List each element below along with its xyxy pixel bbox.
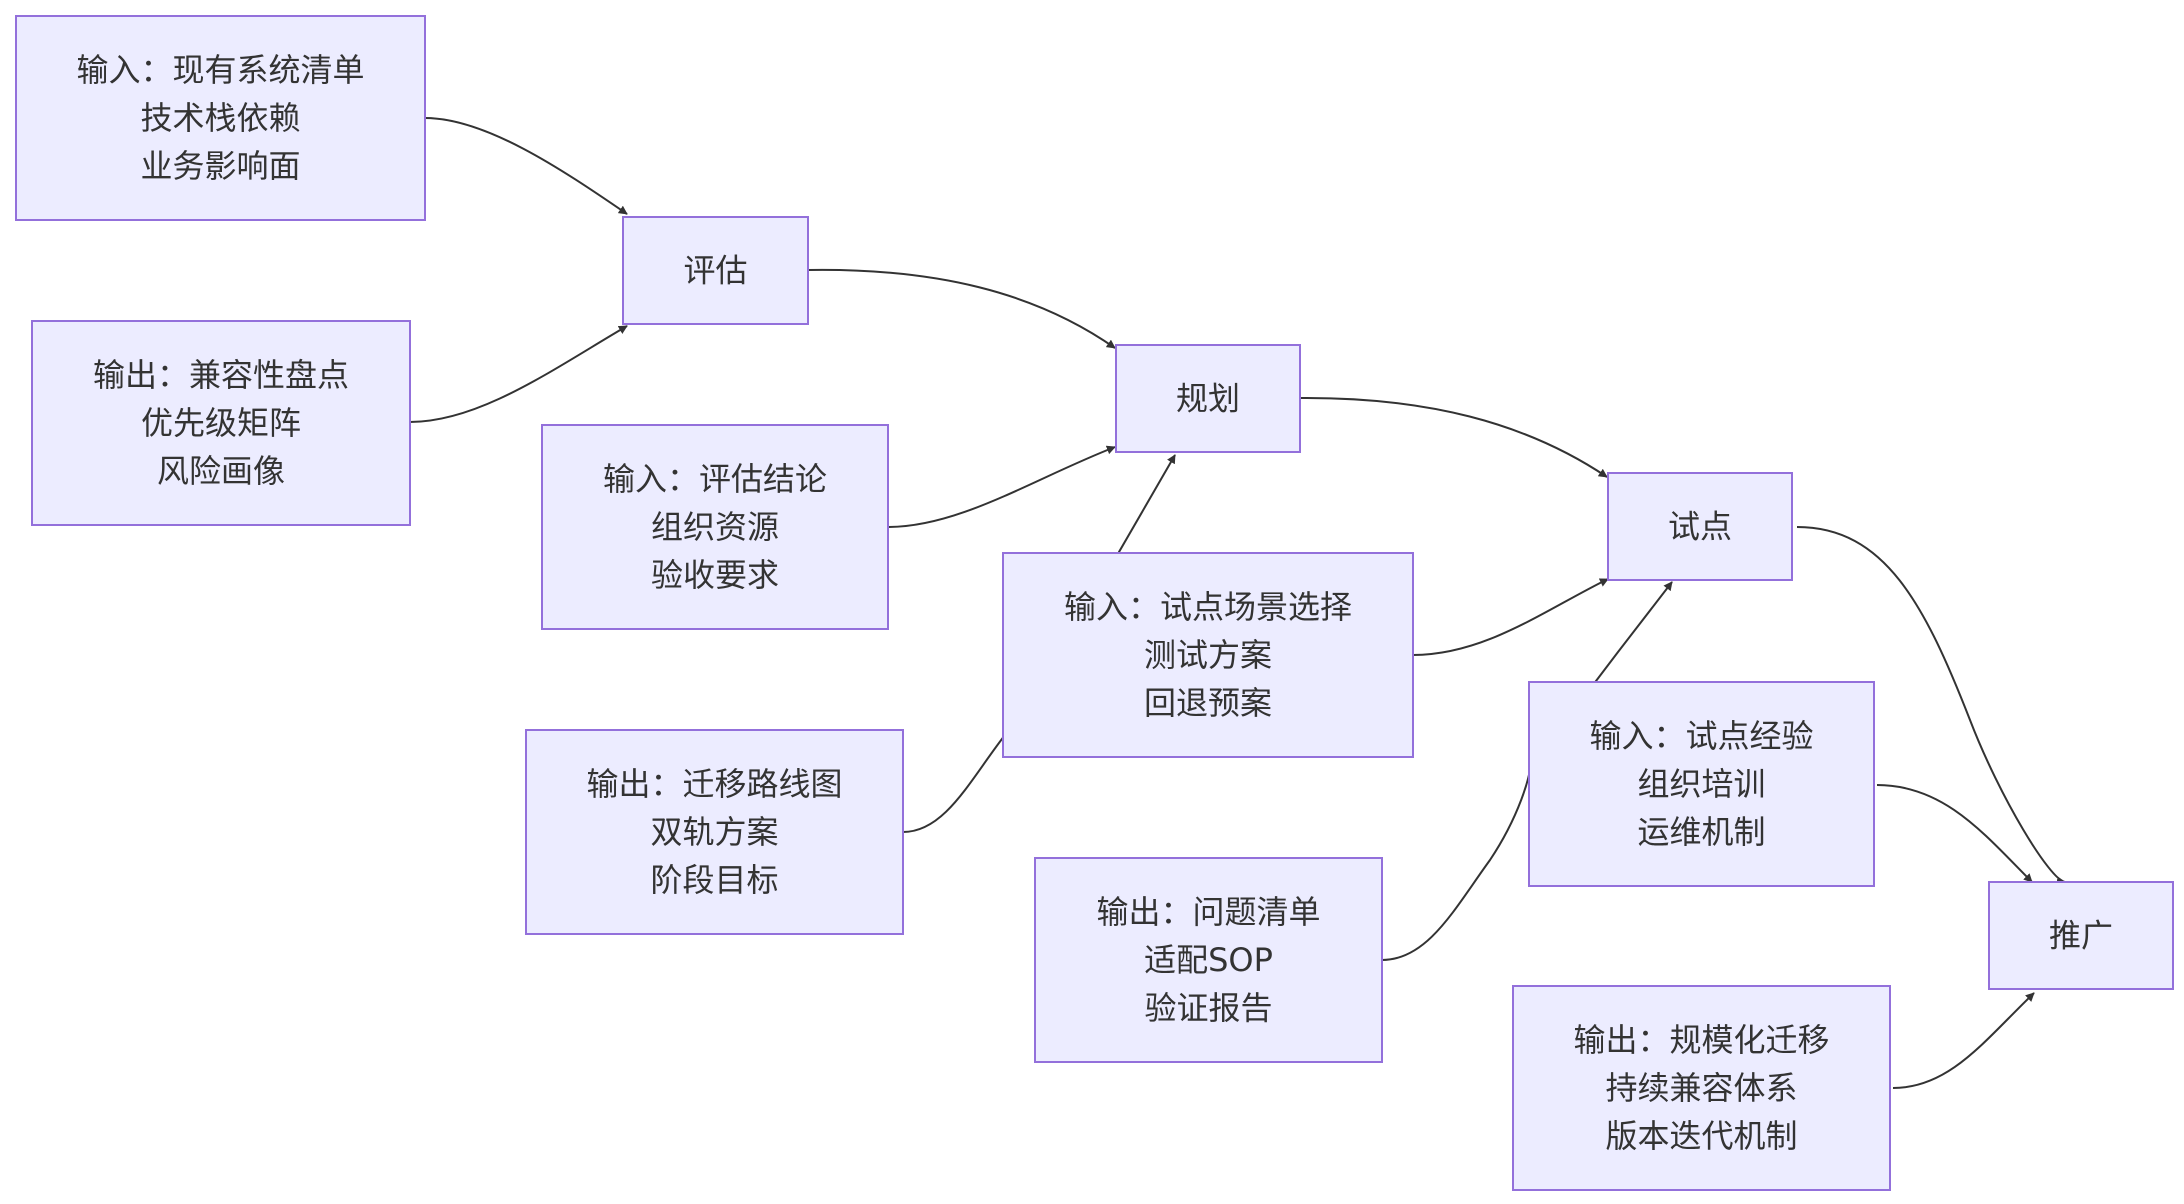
- node-label: 推广: [2049, 917, 2113, 955]
- node-line: 技术栈依赖: [140, 99, 300, 137]
- node-box: [525, 729, 904, 935]
- edge-assess-to-plan: [807, 268, 1116, 349]
- node-box: [1512, 985, 1891, 1191]
- node-line: 验证报告: [1144, 989, 1272, 1027]
- node-box: [1988, 881, 2174, 990]
- node-line: 版本迭代机制: [1605, 1117, 1797, 1155]
- node-box: [1115, 344, 1301, 453]
- edge-pilot-to-rollout: [1796, 526, 2066, 886]
- node-label: 试点: [1668, 508, 1732, 546]
- node-line: 输出：问题清单: [1096, 893, 1320, 931]
- node-box: [1034, 857, 1383, 1063]
- node-box: [1607, 472, 1793, 581]
- edge-assess-out-to-assess: [409, 325, 628, 423]
- edge-rollout-in-to-rollout: [1876, 784, 2033, 883]
- node-stage-pilot[interactable]: 试点: [1607, 472, 1793, 581]
- node-line: 回退预案: [1144, 684, 1272, 722]
- node-line: 输出：迁移路线图: [586, 765, 842, 803]
- node-assess-input[interactable]: 输入：现有系统清单 技术栈依赖 业务影响面: [15, 15, 426, 221]
- node-line: 输出：规模化迁移: [1573, 1021, 1829, 1059]
- node-box: [1002, 552, 1414, 758]
- node-line: 双轨方案: [650, 813, 778, 851]
- node-line: 输出：兼容性盘点: [93, 356, 349, 394]
- node-line: 输入：试点场景选择: [1064, 588, 1352, 626]
- node-plan-input[interactable]: 输入：评估结论 组织资源 验收要求: [541, 424, 889, 630]
- node-line: 组织培训: [1637, 765, 1765, 803]
- node-line: 优先级矩阵: [141, 404, 301, 442]
- node-box: [622, 216, 809, 325]
- node-line: 持续兼容体系: [1605, 1069, 1797, 1107]
- node-box: [1528, 681, 1875, 887]
- edge-plan-in-to-plan: [887, 445, 1116, 528]
- node-line: 组织资源: [651, 508, 779, 546]
- edge-plan-to-pilot: [1299, 396, 1608, 478]
- node-box: [541, 424, 889, 630]
- node-label: 评估: [683, 252, 747, 290]
- node-line: 适配SOP: [1144, 941, 1273, 979]
- node-pilot-output[interactable]: 输出：问题清单 适配SOP 验证报告: [1034, 857, 1383, 1063]
- node-line: 风险画像: [157, 452, 285, 490]
- node-rollout-input[interactable]: 输入：试点经验 组织培训 运维机制: [1528, 681, 1875, 887]
- node-stage-rollout[interactable]: 推广: [1988, 881, 2174, 990]
- node-label: 规划: [1176, 380, 1240, 418]
- node-line: 阶段目标: [650, 861, 778, 899]
- edge-rollout-out-to-rollout: [1892, 992, 2035, 1089]
- node-line: 输入：现有系统清单: [76, 51, 364, 89]
- node-assess-output[interactable]: 输出：兼容性盘点 优先级矩阵 风险画像: [31, 320, 411, 526]
- node-box: [31, 320, 411, 526]
- node-plan-output[interactable]: 输出：迁移路线图 双轨方案 阶段目标: [525, 729, 904, 935]
- node-box: [15, 15, 426, 221]
- node-stage-plan[interactable]: 规划: [1115, 344, 1301, 453]
- node-line: 输入：评估结论: [603, 460, 827, 498]
- node-line: 业务影响面: [140, 147, 300, 185]
- node-line: 输入：试点经验: [1589, 717, 1813, 755]
- node-pilot-input[interactable]: 输入：试点场景选择 测试方案 回退预案: [1002, 552, 1414, 758]
- edge-pilot-in-to-pilot: [1412, 578, 1609, 656]
- node-stage-assess[interactable]: 评估: [622, 216, 809, 325]
- edge-assess-in-to-assess: [424, 117, 628, 215]
- node-line: 测试方案: [1144, 636, 1272, 674]
- node-line: 运维机制: [1637, 813, 1765, 851]
- nodes: 输入：现有系统清单 技术栈依赖 业务影响面 输出：兼容性盘点 优先级矩阵 风险画…: [15, 15, 2174, 1191]
- node-rollout-output[interactable]: 输出：规模化迁移 持续兼容体系 版本迭代机制: [1512, 985, 1891, 1191]
- node-line: 验收要求: [651, 556, 779, 594]
